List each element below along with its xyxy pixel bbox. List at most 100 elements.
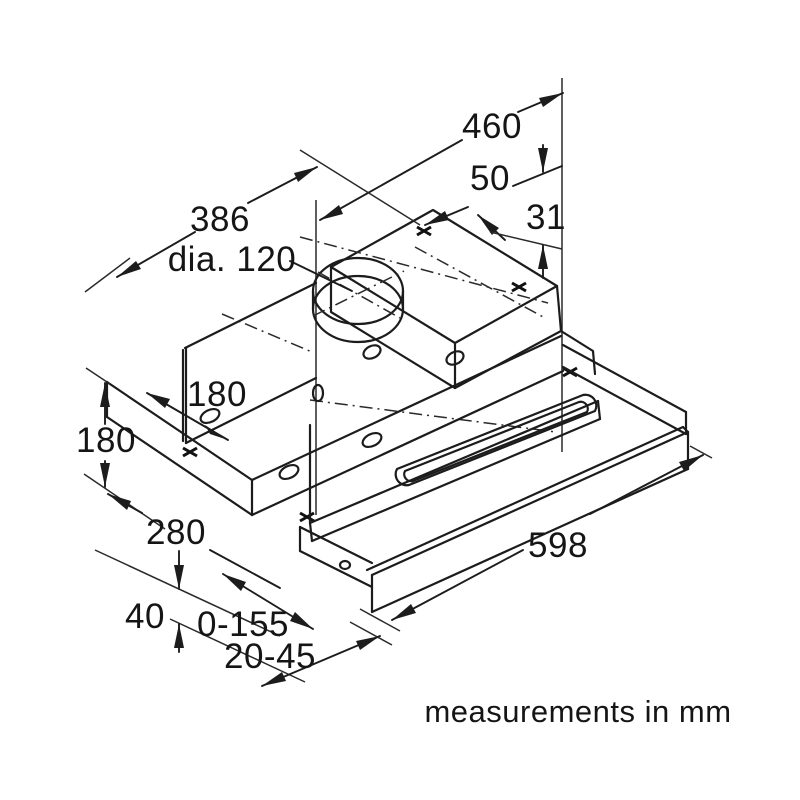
- plate-bottom-edge: [184, 376, 318, 445]
- dim-31-label: 31: [526, 198, 566, 237]
- screw-mark-icon: [299, 511, 315, 523]
- arrowhead: [538, 245, 548, 269]
- dimension-386: 386: [84, 149, 421, 293]
- dim-dia-120-label: dia. 120: [168, 240, 297, 279]
- extension-line: [169, 618, 306, 683]
- pullout-visor: [308, 393, 602, 543]
- rail-top-edge: [561, 343, 688, 414]
- tray-left-top-edge: [105, 380, 254, 482]
- arrowhead: [320, 205, 343, 220]
- bracket-bottom-edge: [298, 549, 374, 589]
- arrowhead: [108, 494, 131, 510]
- visor-front-top-edge: [308, 399, 600, 525]
- dimension-40: 40: [94, 549, 306, 683]
- extension-line: [359, 608, 401, 632]
- duct-centerline-b: [312, 270, 405, 317]
- arrowhead: [262, 672, 286, 686]
- hole: [311, 383, 325, 403]
- dim-50-label: 50: [470, 159, 510, 198]
- dimension-0-155: 0-155: [197, 573, 314, 644]
- dimension-20-45: 20-45: [224, 621, 393, 687]
- dim-386-label: 386: [190, 200, 250, 239]
- duct-collar-bottom-rim: [311, 274, 405, 344]
- hole: [278, 463, 300, 481]
- extension-line: [689, 445, 713, 459]
- extension-line: [85, 367, 111, 385]
- arrowhead: [478, 215, 499, 235]
- dimension-180-inner: 180: [146, 375, 247, 441]
- hole: [445, 350, 465, 366]
- front-face-centerline: [309, 399, 557, 433]
- bottom-rail-top-face-edge: [365, 425, 685, 572]
- dim-180-left-label: 180: [76, 421, 136, 460]
- bottom-rail-top-edge: [370, 430, 690, 577]
- handle-outer-ring: [394, 393, 598, 487]
- arrowhead: [205, 425, 228, 440]
- duct-collar: [311, 256, 405, 344]
- arrowhead: [679, 455, 703, 471]
- plate-hole: [199, 407, 221, 425]
- arrowhead: [147, 393, 170, 408]
- arrowhead: [290, 612, 313, 629]
- handle-inner-ring: [403, 400, 589, 483]
- mounting-holes: [278, 344, 465, 481]
- bottom-rail-bottom-edge: [370, 467, 690, 614]
- arrowhead: [174, 565, 184, 589]
- arrowhead: [117, 261, 141, 277]
- rail-bottom-edge: [561, 365, 688, 436]
- arrowhead: [538, 148, 548, 172]
- dim-180-inner-label: 180: [187, 375, 247, 414]
- arrowhead: [294, 167, 317, 182]
- dimension-dia-120: dia. 120: [168, 240, 353, 292]
- rail-hole: [338, 559, 352, 571]
- extension-line: [299, 149, 421, 226]
- dimension-598: 598: [359, 445, 713, 632]
- duct-centerline-a: [317, 271, 401, 319]
- bottom-rail: [298, 425, 690, 614]
- screw-mark-icon: [416, 225, 432, 237]
- screw-mark-icon: [182, 446, 198, 458]
- tray-left-bottom-edge: [105, 415, 254, 517]
- arrowhead: [100, 463, 110, 487]
- units-note: measurements in mm: [424, 694, 731, 729]
- dim-460-label: 460: [462, 107, 522, 146]
- reference-lines: [315, 78, 563, 515]
- dimension-31: 31: [489, 144, 566, 279]
- extension-line: [94, 549, 281, 637]
- dim-598-label: 598: [528, 526, 588, 565]
- hole: [362, 344, 382, 360]
- dimension-50: 50: [424, 159, 563, 241]
- visor-front-bottom-edge: [310, 417, 602, 543]
- extension-line: [349, 621, 393, 646]
- arrowhead: [223, 574, 246, 591]
- arrowhead: [356, 636, 380, 650]
- dim-0-155-label: 0-155: [197, 605, 289, 644]
- telescopic-rails: [561, 343, 688, 436]
- tray-front-top-edge: [250, 334, 563, 482]
- arrowhead: [425, 211, 449, 225]
- hole: [361, 431, 383, 449]
- dimension-460: 460: [319, 92, 564, 221]
- plate-top-edge: [183, 281, 318, 350]
- base-flange: [105, 334, 565, 525]
- extension-line: [489, 231, 563, 250]
- plenum-top-front-edge: [329, 265, 457, 345]
- left-centerline: [221, 313, 313, 353]
- arrowhead: [539, 93, 563, 107]
- plenum-top-right-edge: [453, 284, 559, 345]
- top-face-centerline: [299, 236, 549, 304]
- arrowhead: [100, 383, 110, 407]
- screw-mark-icon: [511, 281, 527, 293]
- duct-collar-top-rim: [311, 256, 405, 326]
- dim-40-label: 40: [125, 597, 165, 636]
- tray-front-bottom-edge: [250, 369, 565, 517]
- visor-right-cap: [596, 399, 602, 421]
- extension-line: [84, 257, 131, 293]
- handle-recess: [394, 393, 598, 487]
- wall-step-edge: [559, 329, 597, 376]
- mounting-plate: [181, 281, 318, 445]
- dim-20-45-label: 20-45: [224, 637, 316, 676]
- bracket-top-edge: [298, 525, 374, 565]
